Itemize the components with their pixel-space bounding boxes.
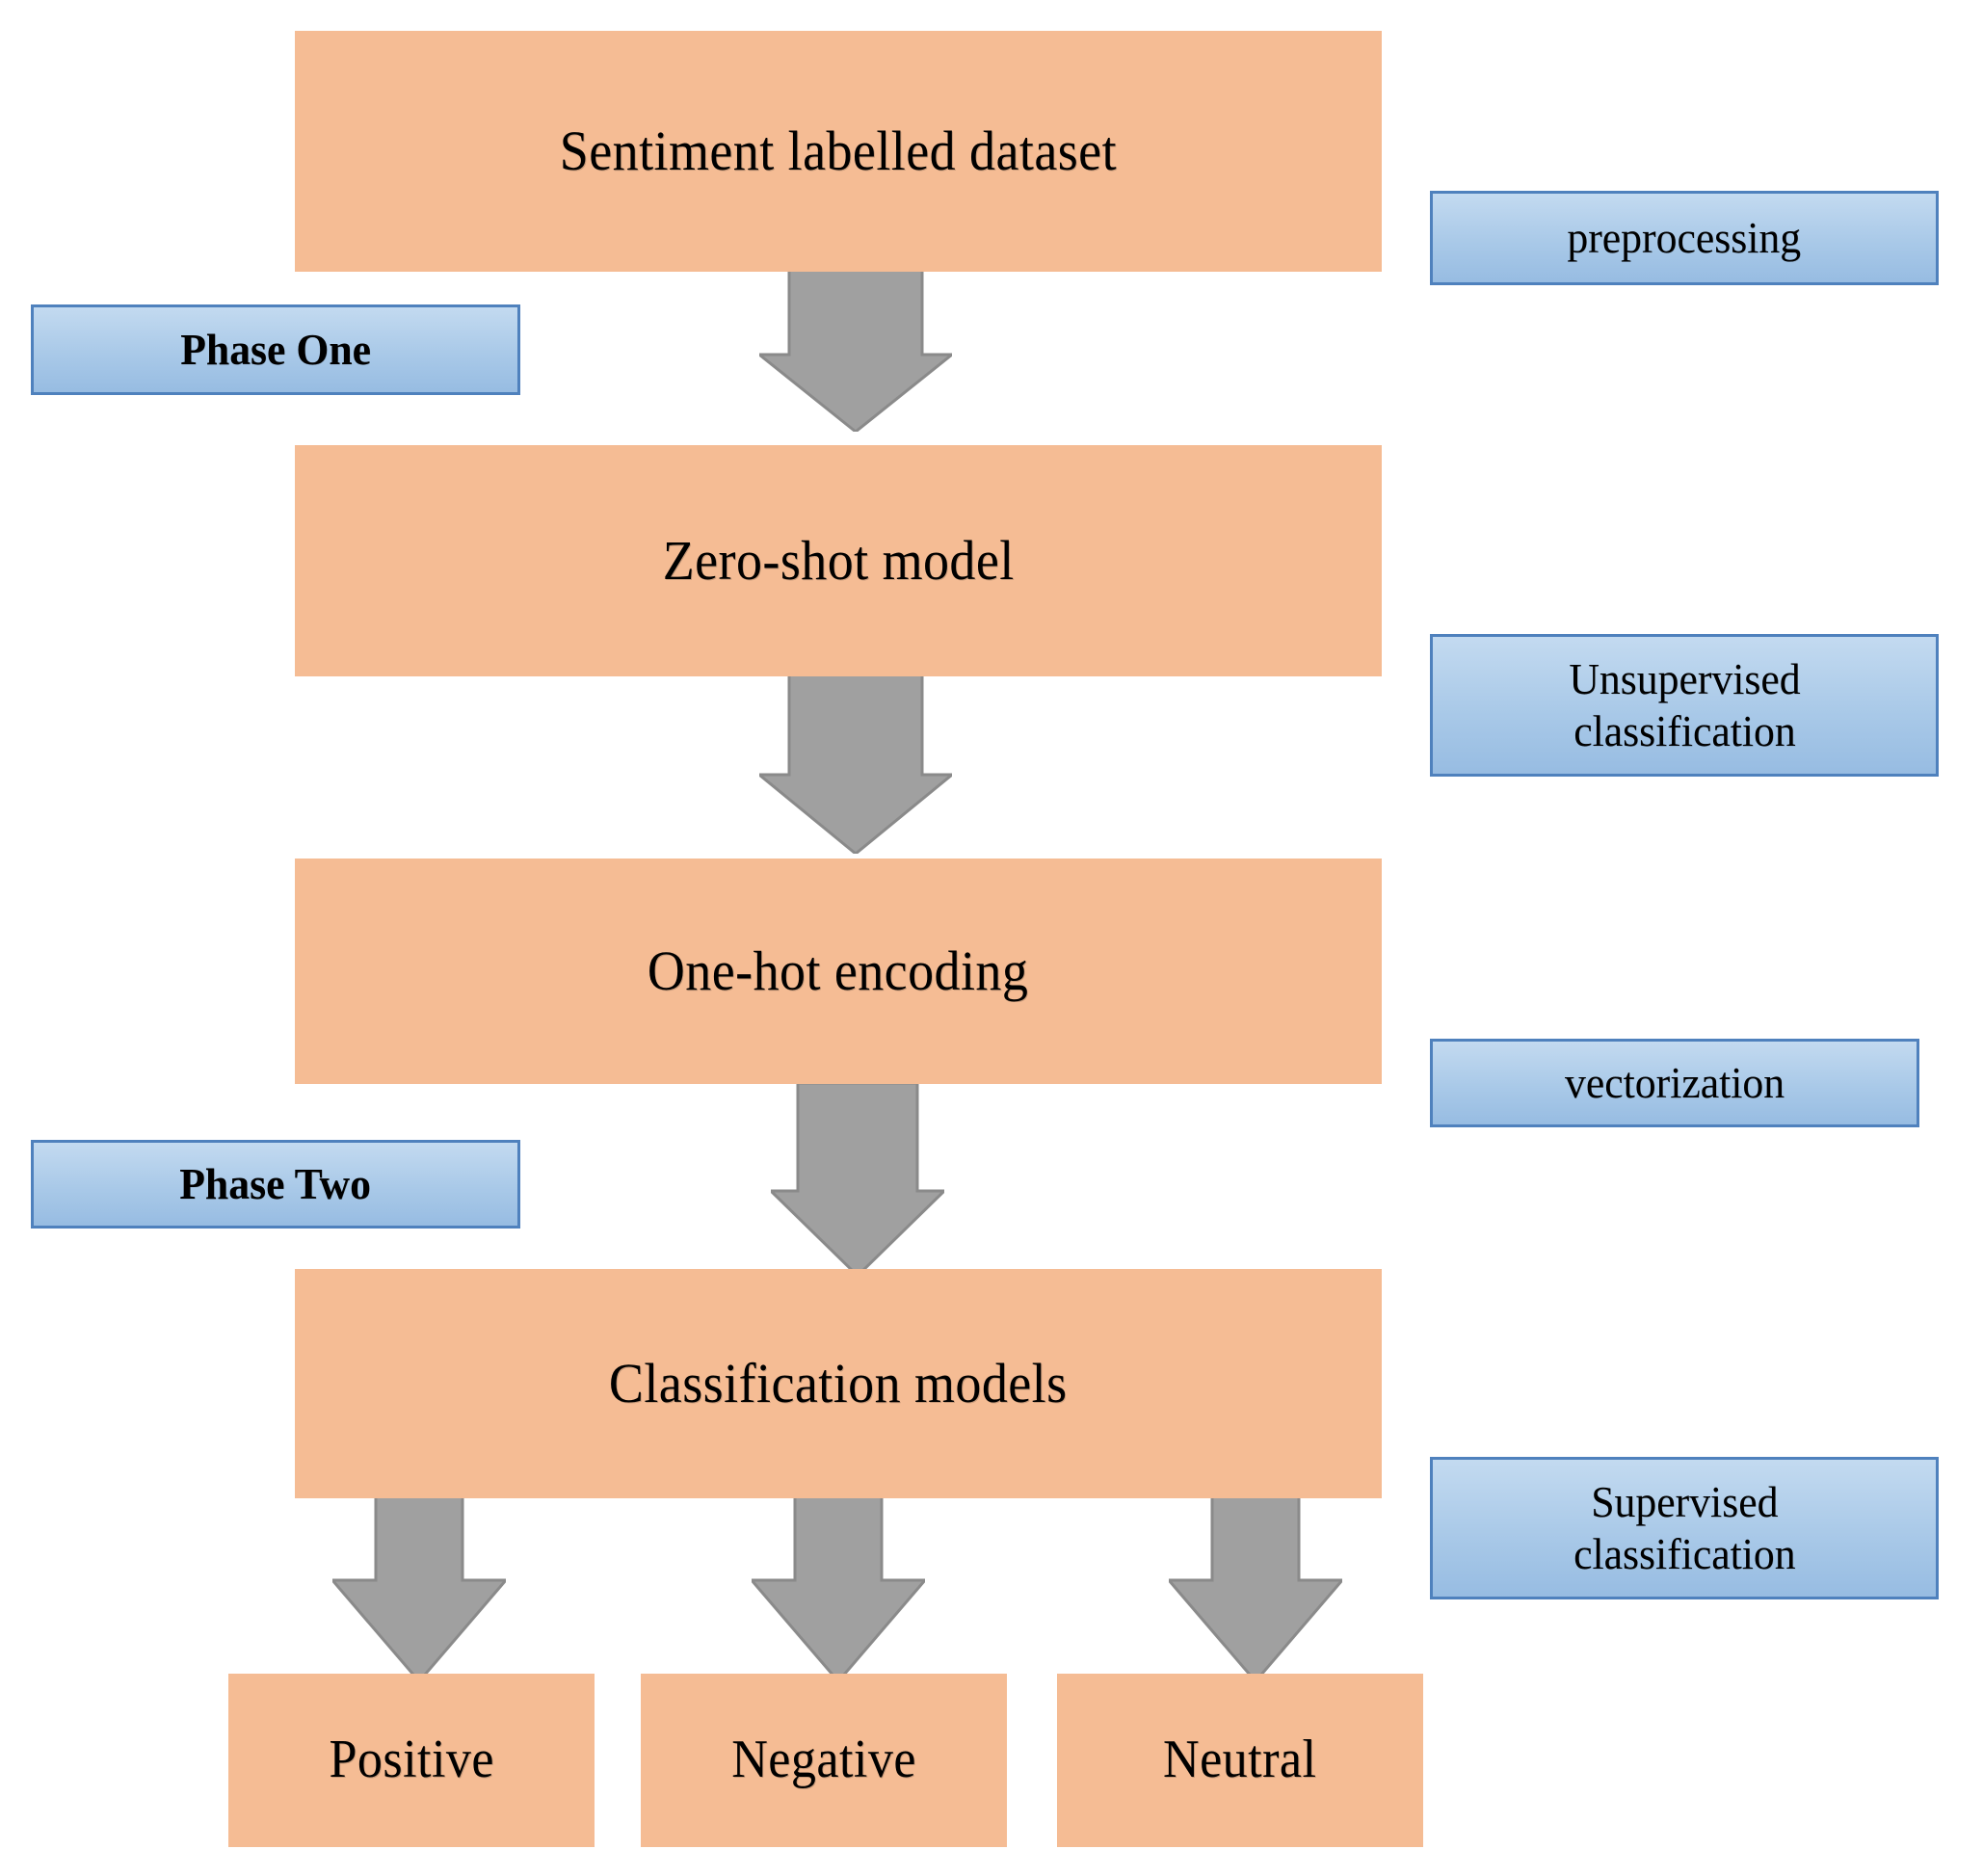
arrow-onehot-to-classification-icon [771,1083,944,1276]
output-box-label: Neutral [1163,1730,1317,1790]
output-box-label: Negative [731,1730,916,1790]
output-box-label: Positive [329,1730,494,1790]
phase-badge-phase-two: Phase Two [31,1140,520,1229]
annotation-line-1: Unsupervised [1568,653,1801,703]
phase-badge-label: Phase One [180,324,371,374]
annotation-line-2: classification [1573,1529,1796,1578]
annotation-preprocessing: preprocessing [1430,191,1939,285]
annotation-line-1: Supervised [1590,1476,1779,1526]
annotation-label: Unsupervised classification [1569,653,1800,758]
annotation-line-2: classification [1573,706,1796,755]
process-box-label: One-hot encoding [648,939,1029,1003]
annotation-label: Supervised classification [1573,1476,1796,1581]
annotation-label: preprocessing [1567,212,1802,262]
annotation-label: vectorization [1564,1057,1785,1107]
process-box-sentiment-labelled-dataset: Sentiment labelled dataset [295,31,1382,272]
annotation-supervised-classification: Supervised classification [1430,1457,1939,1599]
phase-badge-label: Phase Two [179,1158,372,1208]
process-box-zero-shot-model: Zero-shot model [295,445,1382,676]
output-box-neutral: Neutral [1057,1674,1423,1847]
process-box-one-hot-encoding: One-hot encoding [295,859,1382,1084]
process-box-label: Classification models [609,1352,1068,1415]
process-box-classification-models: Classification models [295,1269,1382,1498]
output-box-negative: Negative [641,1674,1007,1847]
arrow-dataset-to-zeroshot-icon [759,256,952,432]
phase-badge-phase-one: Phase One [31,304,520,395]
process-box-label: Zero-shot model [662,529,1015,593]
output-box-positive: Positive [228,1674,595,1847]
process-box-label: Sentiment labelled dataset [559,119,1118,183]
annotation-vectorization: vectorization [1430,1039,1919,1127]
annotation-unsupervised-classification: Unsupervised classification [1430,634,1939,777]
arrow-zeroshot-to-onehot-icon [759,674,952,854]
